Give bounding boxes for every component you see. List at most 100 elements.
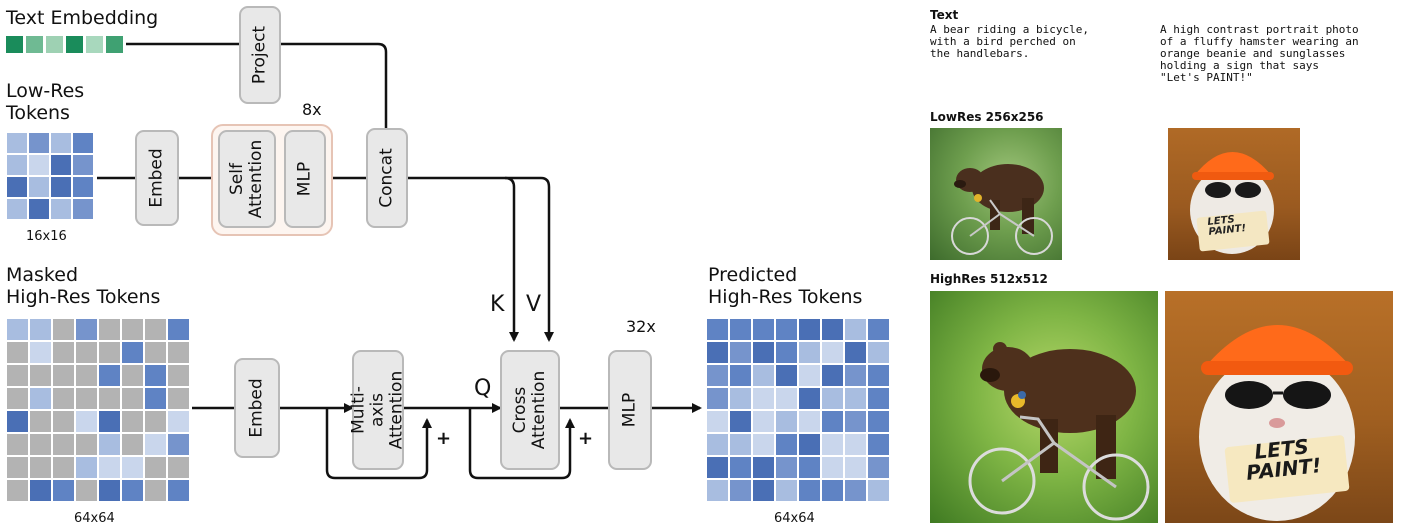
multi-axis-attention-label: Multi-axis Attention [348, 370, 407, 450]
token-cell [75, 341, 98, 364]
self-attention-label: Self Attention [227, 139, 266, 219]
token-cell [706, 433, 729, 456]
token-cell [29, 318, 52, 341]
token-cell [75, 387, 98, 410]
text-embedding-strip [6, 36, 123, 53]
hamster-illustration-large [1199, 325, 1355, 521]
token-cell [167, 341, 190, 364]
token-cell [167, 433, 190, 456]
token-cell [167, 479, 190, 502]
token-cell [52, 410, 75, 433]
token-cell [6, 364, 29, 387]
token-cell [729, 456, 752, 479]
token-cell [75, 364, 98, 387]
token-cell [6, 318, 29, 341]
connection-arrows [97, 42, 702, 480]
token-cell [729, 479, 752, 502]
token-cell [98, 410, 121, 433]
token-cell [706, 364, 729, 387]
token-cell [144, 410, 167, 433]
token-cell [28, 132, 50, 154]
token-cell [52, 364, 75, 387]
token-cell [775, 456, 798, 479]
token-cell [6, 479, 29, 502]
token-cell [821, 410, 844, 433]
predicted-size-label: 64x64 [774, 511, 815, 526]
token-cell [6, 176, 28, 198]
text-embedding-label: Text Embedding [6, 7, 159, 29]
token-cell [752, 479, 775, 502]
token-cell [706, 387, 729, 410]
embed-block-top: Embed [135, 130, 179, 226]
cross-attention-block: Cross Attention [500, 350, 560, 470]
bear-illustration-large [968, 342, 1150, 521]
token-cell [821, 456, 844, 479]
token-cell [167, 456, 190, 479]
token-cell [821, 341, 844, 364]
residual-plus-1: + [436, 428, 452, 449]
token-cell [775, 387, 798, 410]
token-cell [844, 318, 867, 341]
token-cell [98, 341, 121, 364]
token-cell [121, 387, 144, 410]
token-cell [144, 479, 167, 502]
embedding-cell [6, 36, 23, 53]
hamster-illustration [1190, 152, 1274, 254]
token-cell [752, 387, 775, 410]
token-cell [844, 387, 867, 410]
token-cell [706, 318, 729, 341]
highres-bear-image [930, 291, 1158, 523]
low-res-token-grid [6, 132, 94, 220]
token-cell [72, 176, 94, 198]
token-cell [775, 433, 798, 456]
bear-illustration [951, 164, 1053, 255]
embedding-cell [66, 36, 83, 53]
embedding-cell [46, 36, 63, 53]
token-cell [144, 456, 167, 479]
token-cell [867, 410, 890, 433]
mlp-top-label: MLP [294, 161, 315, 197]
token-cell [121, 318, 144, 341]
token-cell [6, 456, 29, 479]
token-cell [867, 433, 890, 456]
high-res-repeat-label: 32x [626, 317, 656, 336]
token-cell [798, 341, 821, 364]
token-cell [844, 364, 867, 387]
token-cell [844, 456, 867, 479]
token-cell [50, 176, 72, 198]
token-cell [844, 410, 867, 433]
token-cell [821, 433, 844, 456]
token-cell [121, 410, 144, 433]
token-cell [729, 433, 752, 456]
lowres-sign-text: LETS PAINT! [1206, 214, 1247, 238]
token-cell [844, 341, 867, 364]
masked-token-grid [6, 318, 190, 502]
token-cell [50, 132, 72, 154]
token-cell [75, 433, 98, 456]
token-cell [706, 456, 729, 479]
token-cell [775, 410, 798, 433]
cross-attention-label: Cross Attention [510, 370, 549, 450]
token-cell [167, 364, 190, 387]
token-cell [752, 456, 775, 479]
token-cell [729, 364, 752, 387]
token-cell [72, 154, 94, 176]
token-cell [752, 364, 775, 387]
project-block: Project [239, 6, 281, 104]
token-cell [72, 132, 94, 154]
token-cell [867, 318, 890, 341]
embedding-cell [106, 36, 123, 53]
token-cell [821, 318, 844, 341]
token-cell [752, 410, 775, 433]
highres-hamster-image: LETS PAINT! [1165, 291, 1393, 523]
token-cell [144, 364, 167, 387]
token-cell [52, 433, 75, 456]
token-cell [798, 433, 821, 456]
token-cell [821, 387, 844, 410]
token-cell [144, 433, 167, 456]
token-cell [867, 364, 890, 387]
lowres-bear-image [930, 128, 1062, 260]
mlp-block-top: MLP [284, 130, 326, 228]
token-cell [167, 318, 190, 341]
token-cell [798, 410, 821, 433]
